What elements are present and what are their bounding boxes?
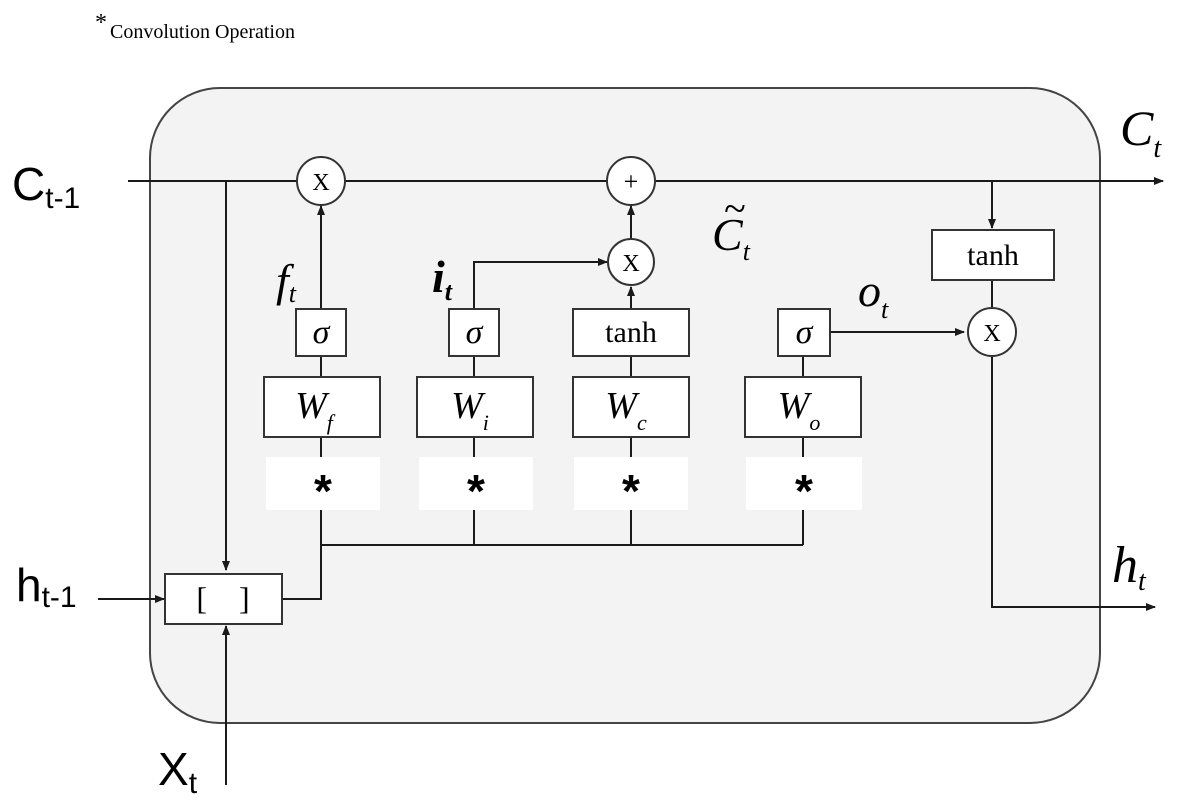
sigma-label: σ: [313, 314, 331, 351]
candidate-state-tilde: ~: [724, 186, 746, 231]
multiply-icon: X: [622, 251, 639, 277]
forget-sigma-box: σ: [295, 308, 347, 357]
concat-label: [ ]: [196, 580, 249, 616]
h-output-arrow: [991, 355, 1156, 611]
conv-star-icon: *: [622, 465, 640, 517]
c-out-label: Ct: [1120, 100, 1162, 164]
sigma-label: σ: [466, 314, 484, 351]
candidate-tanh-box: tanh: [572, 308, 690, 357]
note-star: *: [95, 10, 107, 36]
h-prev-label: ht-1: [16, 559, 77, 614]
input-weight-box: Wi: [416, 376, 534, 438]
output-gate-label: ot: [858, 265, 889, 324]
conv-star-icon: *: [795, 465, 813, 517]
output-weight-box: Wo: [744, 376, 862, 438]
multiply-icon: X: [983, 321, 1000, 347]
tanh-label: tanh: [967, 239, 1019, 272]
input-arrow: [473, 258, 608, 309]
conv-star-icon: *: [314, 465, 332, 517]
output-sigma-box: σ: [777, 308, 831, 357]
candidate-state-label: Ct: [712, 209, 751, 266]
add-node: +: [606, 156, 656, 206]
input-multiply-node: X: [607, 238, 655, 286]
candidate-weight-box: Wc: [572, 376, 690, 438]
tanh-label: tanh: [605, 316, 657, 349]
weight-label: Wf: [295, 385, 336, 435]
input-gate-label: it: [432, 251, 453, 306]
note-text: Convolution Operation: [110, 21, 295, 43]
output-conv-box: *: [746, 457, 862, 517]
input-sigma-box: σ: [448, 308, 500, 357]
concat-box: [ ]: [164, 573, 283, 625]
c-prev-label: Ct-1: [12, 158, 80, 215]
weight-label: Wo: [778, 385, 821, 435]
forget-weight-box: Wf: [263, 376, 381, 438]
output-tanh-box: tanh: [931, 229, 1055, 281]
forget-multiply-node: X: [296, 156, 346, 206]
weight-label: Wc: [605, 385, 647, 435]
x-input-label: Xt: [158, 743, 198, 800]
h-out-label: ht: [1112, 537, 1147, 597]
multiply-icon: X: [312, 170, 329, 196]
output-multiply-node: X: [967, 307, 1017, 357]
conv-star-icon: *: [467, 465, 485, 517]
plus-icon: +: [624, 167, 639, 196]
sigma-label: σ: [796, 314, 814, 351]
candidate-conv-box: *: [574, 457, 688, 517]
input-conv-box: *: [419, 457, 533, 517]
concat-to-bus: [282, 544, 803, 600]
weight-label: Wi: [451, 385, 489, 435]
forget-conv-box: *: [266, 457, 380, 517]
